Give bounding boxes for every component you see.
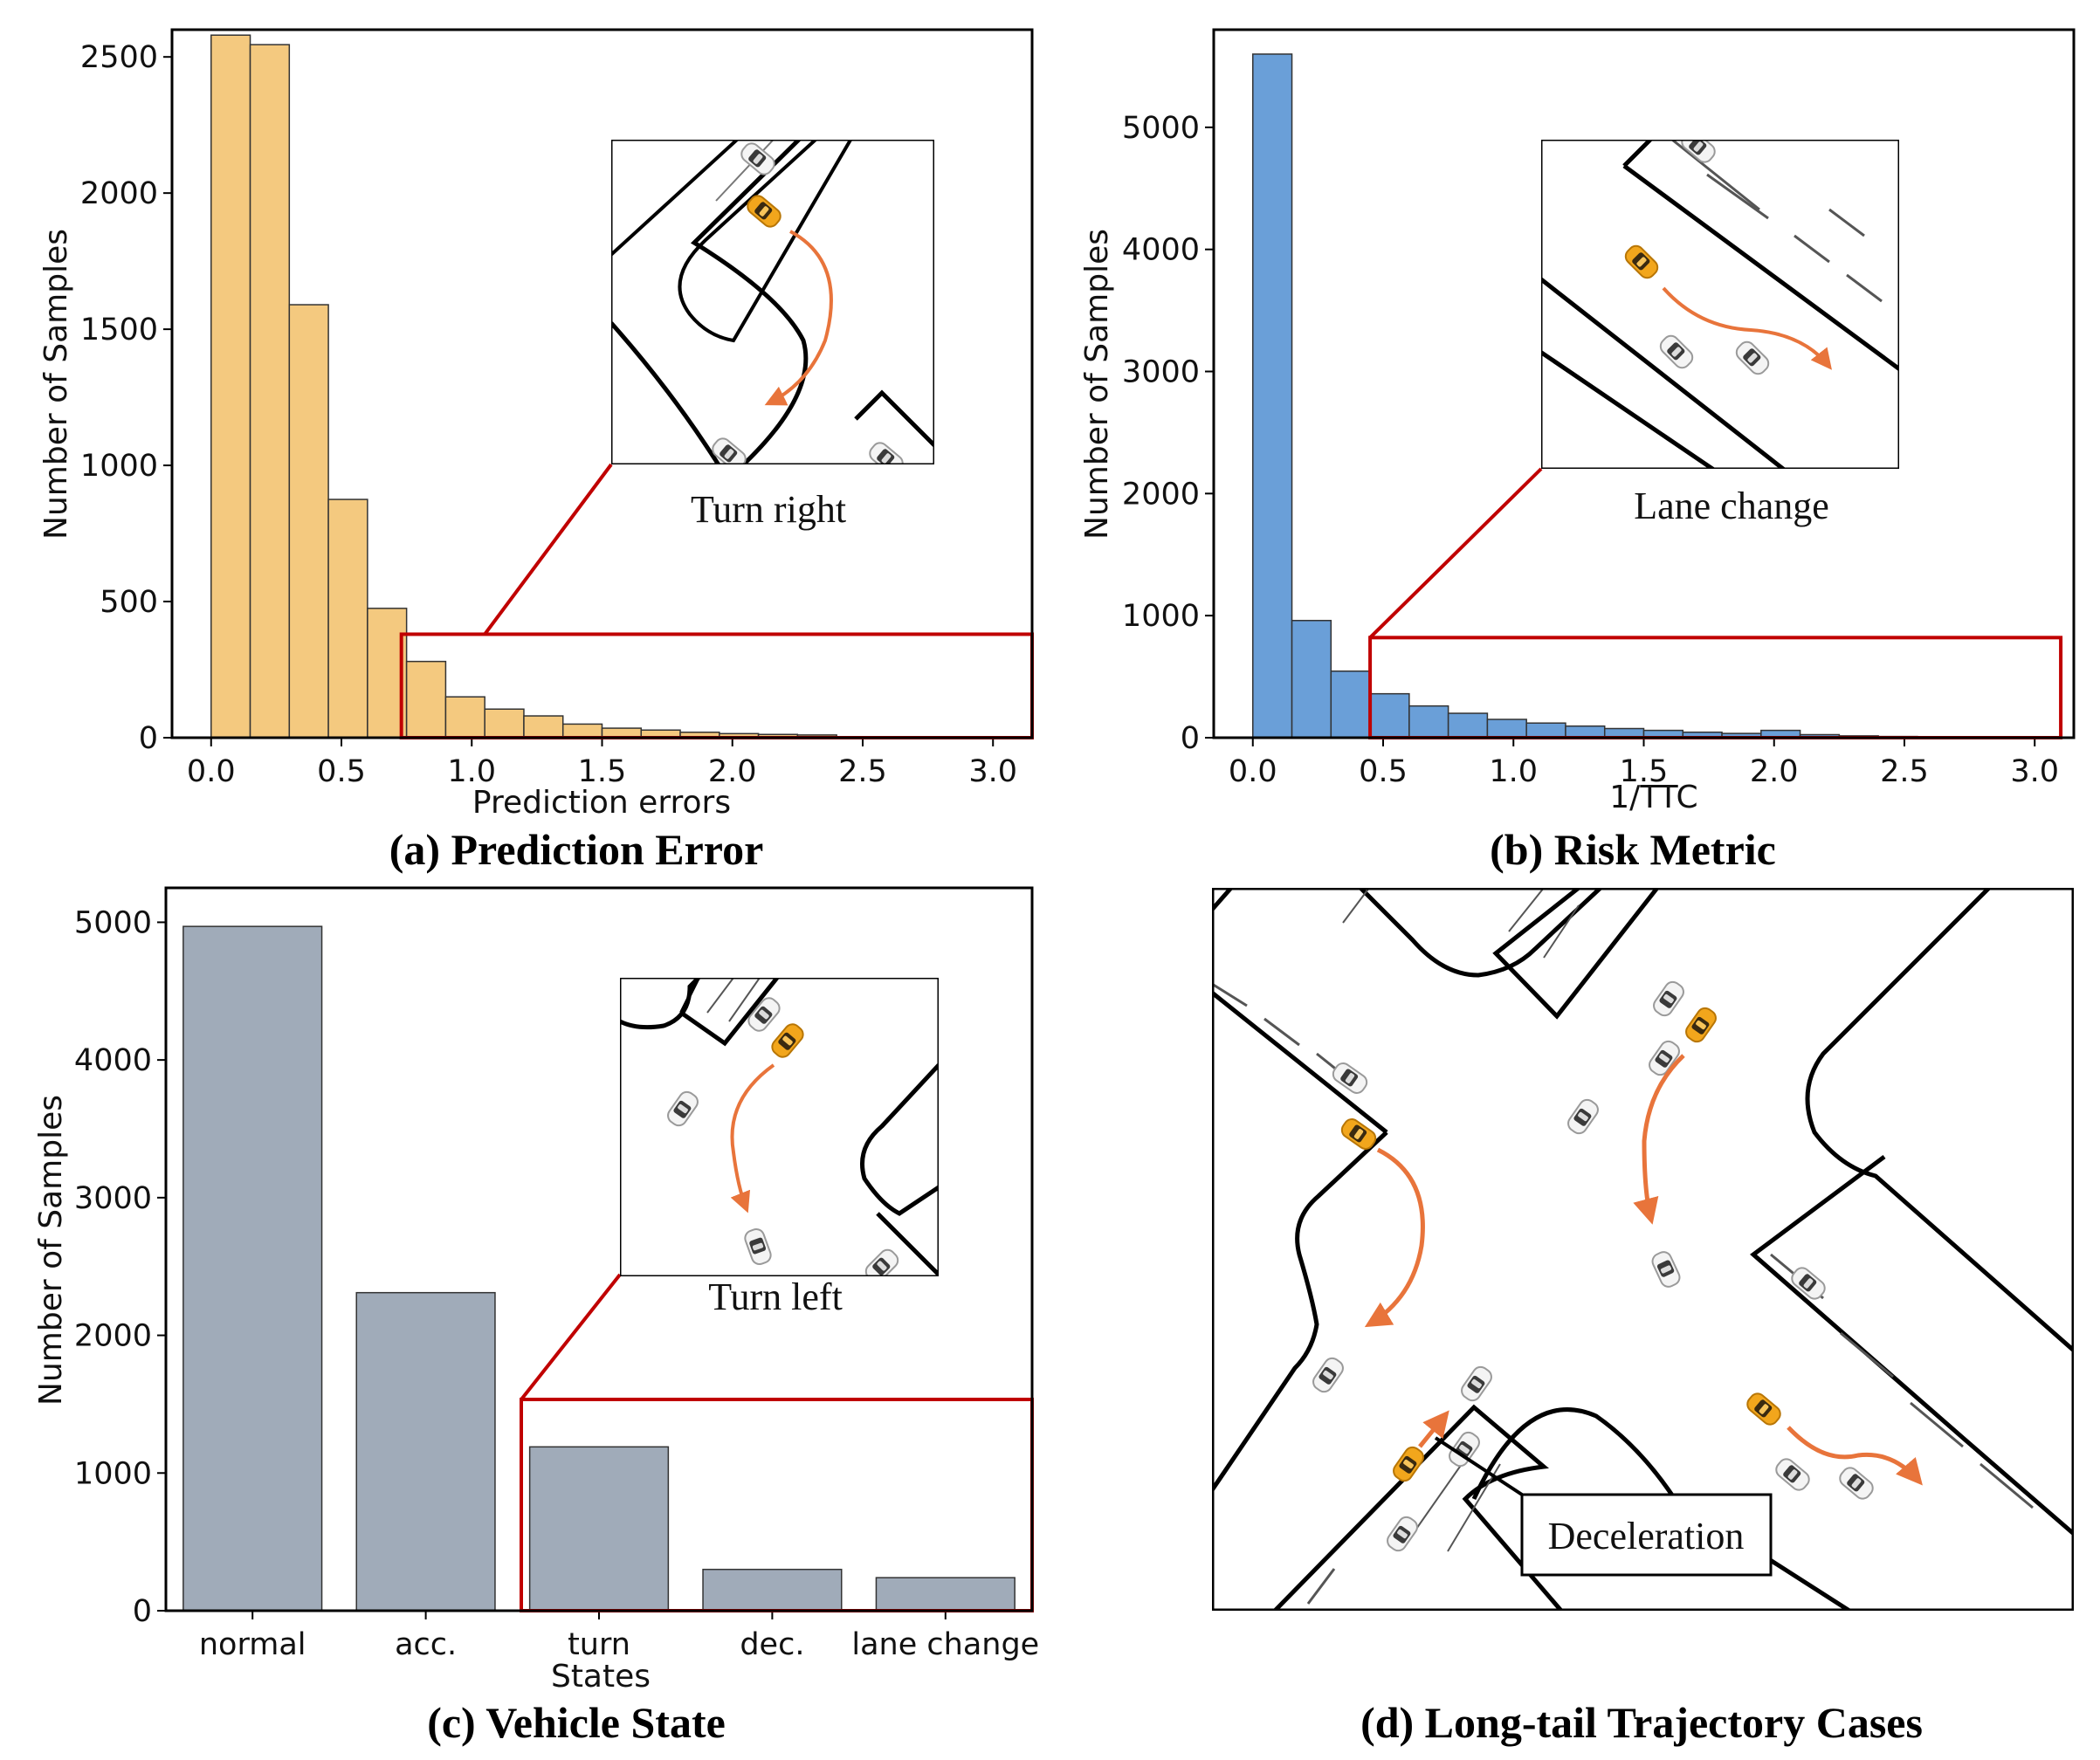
x-axis-label: Prediction errors: [472, 785, 731, 821]
inset-label: Turn right: [691, 488, 846, 531]
y-tick-label: 2500: [80, 40, 158, 75]
y-ticks: 0 1000 2000 3000 4000 5000: [1122, 111, 1214, 756]
y-ticks: 0 500 1000 1500 2000 2500: [80, 40, 172, 756]
bar-dec: [702, 1568, 843, 1612]
y-tick-label: 4000: [1122, 233, 1200, 268]
plot-frame: [1212, 28, 2076, 739]
x-tick-label: 1.5: [578, 754, 627, 789]
bar-3: [327, 498, 368, 739]
y-tick-label: 5000: [1122, 111, 1200, 146]
inset-label: Turn left: [708, 1275, 843, 1318]
y-tick-label: 500: [100, 585, 158, 620]
y-tick-label: 0: [1181, 721, 1200, 756]
inset-label: Lane change: [1634, 485, 1829, 527]
connector-line: [1368, 467, 1543, 639]
connector-line: [483, 463, 613, 636]
bar-6: [1486, 718, 1527, 739]
y-tick-label: 0: [133, 1594, 152, 1629]
x-tick-label: acc.: [395, 1627, 457, 1662]
x-tick-label: normal: [199, 1627, 306, 1662]
y-tick-label: 0: [139, 721, 158, 756]
x-ticks: 0.0 0.5 1.0 1.5 2.0 2.5 3.0: [187, 738, 1017, 789]
y-tick-label: 1000: [1122, 599, 1200, 634]
x-tick-label: 0.5: [317, 754, 366, 789]
y-tick-label: 1000: [74, 1456, 152, 1491]
bar-2: [288, 304, 329, 739]
intersection-diagram: Deceleration: [1212, 888, 2074, 1611]
x-tick-label: 0.0: [1229, 754, 1277, 789]
x-tick-label: 2.0: [1750, 754, 1799, 789]
y-tick-label: 5000: [74, 905, 152, 940]
y-tick-label: 1500: [80, 313, 158, 347]
inset-turn-left: Turn left: [620, 978, 939, 1318]
deceleration-label: Deceleration: [1548, 1515, 1745, 1557]
bar-3: [1369, 692, 1410, 739]
bar-normal: [182, 925, 323, 1612]
bar-5: [1447, 712, 1489, 739]
x-ticks: normal acc. turn dec. lane change: [199, 1611, 1039, 1662]
x-axis-label: 1/TTC: [1609, 780, 1697, 815]
bar-1: [249, 44, 291, 739]
x-tick-label: 1.0: [1489, 754, 1538, 789]
histogram-bars: [210, 34, 837, 739]
y-ticks: 0 1000 2000 3000 4000 5000: [74, 905, 166, 1629]
x-tick-label: 3.0: [2010, 754, 2059, 789]
y-axis-label: Number of Samples: [38, 229, 74, 540]
x-tick-label: 2.0: [708, 754, 757, 789]
x-tick-label: lane change: [851, 1627, 1039, 1662]
x-tick-label: 0.0: [187, 754, 236, 789]
plot-frame: [164, 886, 1034, 1612]
y-tick-label: 3000: [74, 1181, 152, 1216]
x-tick-label: 1.5: [1620, 754, 1669, 789]
bar-acc: [355, 1291, 496, 1612]
bar-1: [1291, 620, 1332, 739]
y-tick-label: 1000: [80, 449, 158, 484]
panel-prediction-error: 0 500 1000 1500 2000 2500 0.0 0.5 1.0 1.5 2.0 2.5 3…: [38, 28, 1034, 874]
category-bars: [182, 925, 1016, 1612]
x-ticks: 0.0 0.5 1.0 1.5 2.0 2.5 3.0: [1229, 738, 2059, 789]
y-tick-label: 2000: [80, 176, 158, 211]
inset-turn-right: Turn right: [611, 140, 934, 531]
bar-9: [561, 723, 603, 739]
deceleration-label-box: [1520, 1493, 1773, 1577]
panel-caption: (b) Risk Metric: [1490, 825, 1776, 874]
x-tick-label: 1.0: [447, 754, 496, 789]
bar-7: [1525, 722, 1566, 739]
y-tick-label: 2000: [74, 1319, 152, 1354]
connector-line: [520, 1273, 622, 1401]
x-tick-label: dec.: [740, 1627, 804, 1662]
plot-frame: [170, 28, 1034, 739]
bar-0: [1252, 53, 1293, 739]
x-tick-label: 3.0: [968, 754, 1017, 789]
bar-7: [484, 708, 525, 739]
y-axis-label: Number of Samples: [1079, 229, 1115, 540]
y-tick-label: 2000: [1122, 477, 1200, 512]
panel-vehicle-state: 0 1000 2000 3000 4000 5000 normal acc. turn dec.…: [33, 886, 1039, 1747]
y-axis-label: Number of Samples: [33, 1095, 69, 1406]
bar-6: [444, 696, 485, 739]
bar-5: [405, 660, 447, 739]
panel-caption: (a) Prediction Error: [389, 825, 764, 874]
bar-8: [523, 715, 564, 739]
x-axis-label: States: [551, 1659, 651, 1695]
x-tick-label: turn: [568, 1627, 630, 1662]
panel-risk-metric: 0 1000 2000 3000 4000 5000 0.0 0.5 1.0 1.5 2.0 2.5…: [1079, 28, 2076, 874]
panel-caption: (d) Long-tail Trajectory Cases: [1360, 1698, 1923, 1747]
x-tick-label: 2.5: [838, 754, 887, 789]
x-tick-label: 2.5: [1880, 754, 1929, 789]
bar-4: [1408, 705, 1449, 739]
bar-lanechange: [875, 1577, 1016, 1612]
x-tick-label: 0.5: [1359, 754, 1408, 789]
inset-lane-change: Lane change: [1541, 140, 1899, 527]
bar-turn: [528, 1446, 670, 1612]
panel-long-tail-cases: Deceleration (d) Long-tail Trajectory Ca…: [1212, 888, 2074, 1747]
panel-caption: (c) Vehicle State: [427, 1698, 726, 1747]
y-tick-label: 4000: [74, 1043, 152, 1078]
bar-2: [1330, 670, 1371, 739]
bar-0: [210, 34, 251, 739]
y-tick-label: 3000: [1122, 355, 1200, 390]
